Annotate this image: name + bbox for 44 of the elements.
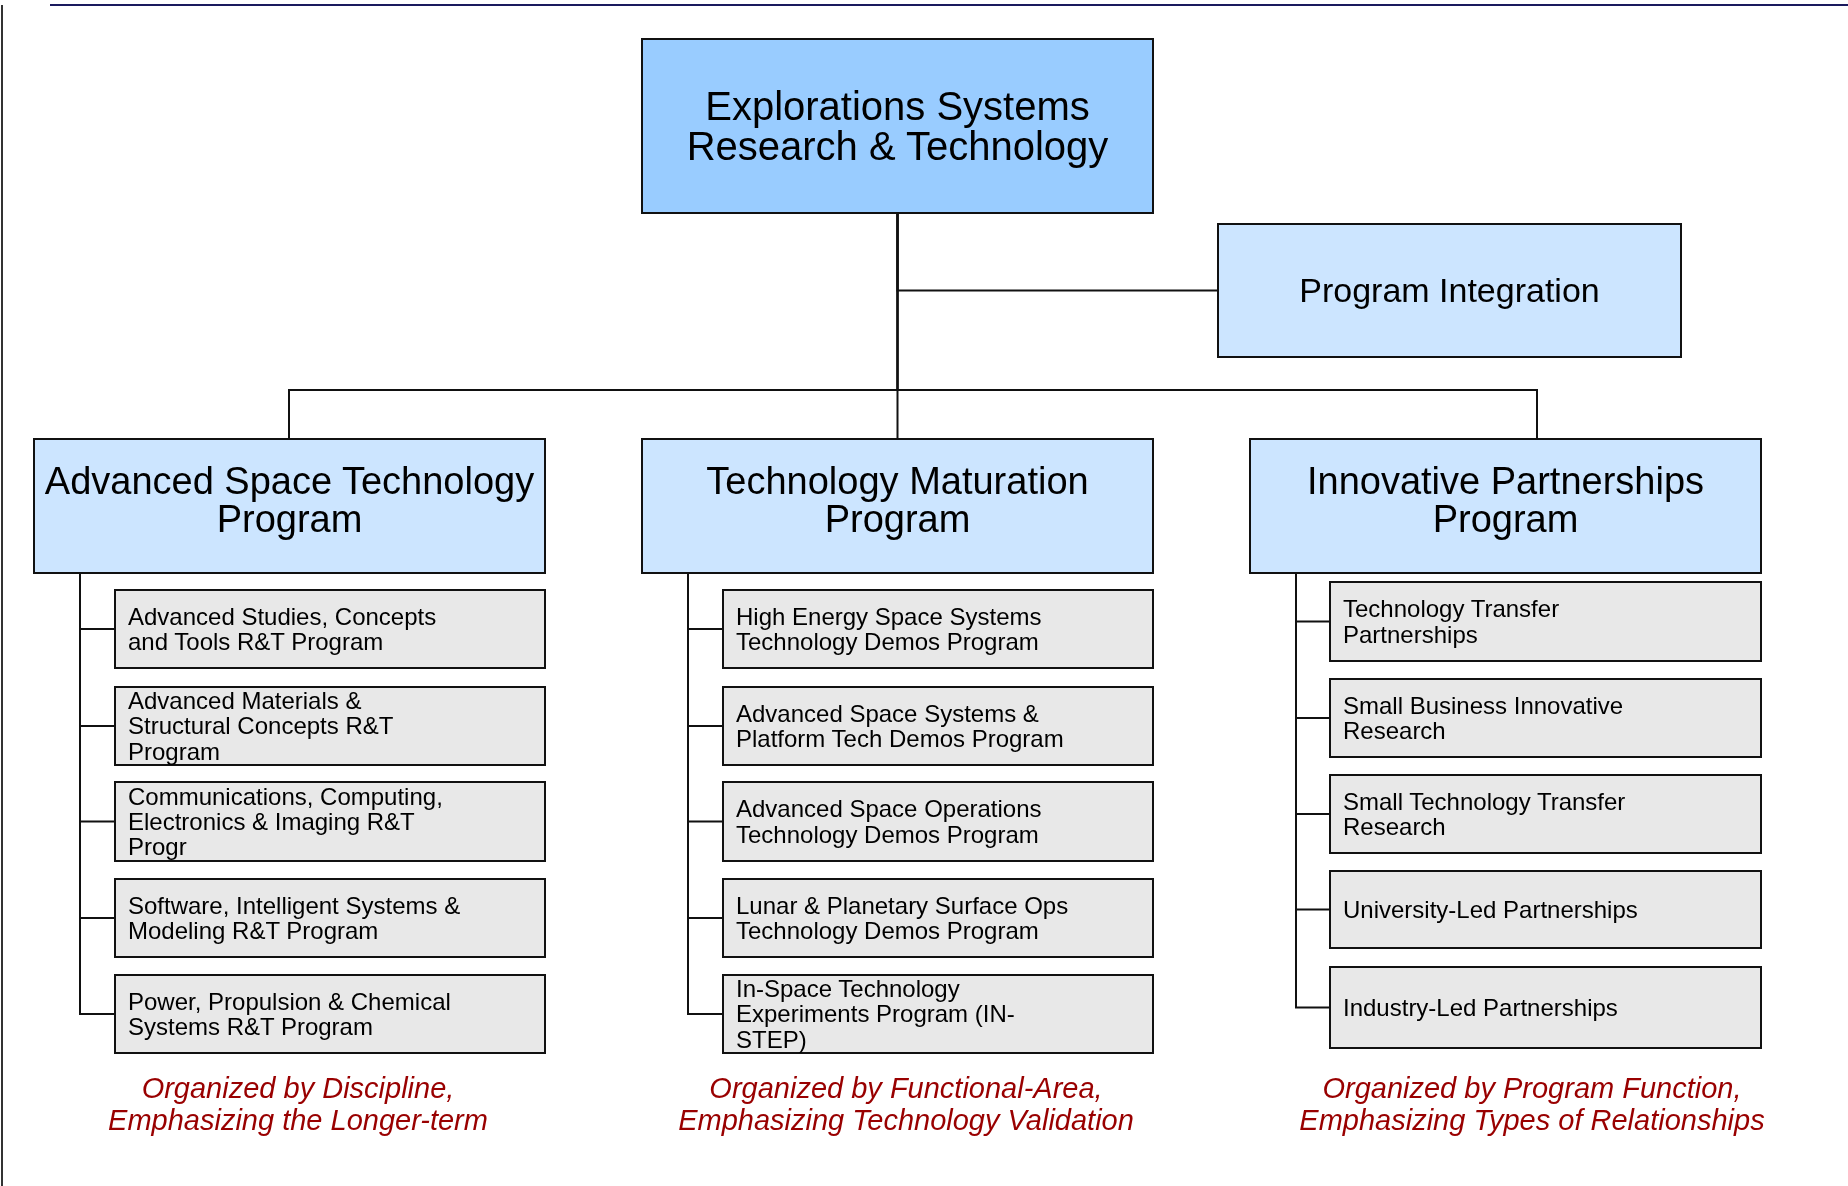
sub-program-box [114,589,546,669]
program-header-box [33,438,546,574]
box-label: Innovative Partnerships Program [1305,462,1706,538]
box-label: Industry-Led Partnerships [1343,994,1618,1021]
box-label: Program Integration [1299,271,1600,310]
sub-program-box [1329,966,1762,1049]
box-label: High Energy Space Systems Technology Demos Program [736,603,1043,655]
box-label: Advanced Space Operations Technology Demos Program [736,796,1043,847]
sub-program-box [722,589,1154,669]
sub-program-box [722,974,1154,1054]
sub-program-box [1329,870,1762,949]
sub-program-box [114,686,546,766]
sub-program-box [722,878,1154,958]
column-caption: Organized by Functional-Area, Emphasizing Technology Validation [677,1072,1135,1137]
connector-line [896,213,1538,439]
box-label: In-Space Technology Experiments Program (IN-STEP) [736,976,1016,1052]
box-label: Small Business Innovative Research [1343,692,1625,744]
box-label: Communications, Computing, Electronics & Imaging R&T Progr [128,783,444,860]
sub-program-box [1329,678,1762,758]
box-label: Power, Propulsion & Chemical Systems R&T Program [128,988,452,1040]
box-label: Advanced Space Systems & Platform Tech Demos Program [736,700,1065,752]
program-header-box [1249,438,1762,574]
sub-program-box [722,781,1154,862]
box-label: Technology Maturation Program [705,462,1090,538]
column-caption: Organized by Discipline, Emphasizing the Longer-term [107,1072,489,1137]
program-header-box [641,438,1154,574]
sub-program-box [114,781,546,862]
box-label: Advanced Studies, Concepts and Tools R&T Program [128,603,438,655]
sub-program-box [114,974,546,1054]
box-label: Advanced Materials & Structural Concepts R&T Program [128,688,394,764]
sub-program-box [114,878,546,958]
integration-box [1217,223,1682,358]
sub-program-box [1329,774,1762,854]
box-label: Small Technology Transfer Research [1343,788,1627,840]
box-label: Technology Transfer Partnerships [1343,596,1561,647]
box-label: University-Led Partnerships [1343,896,1638,923]
box-label: Software, Intelligent Systems & Modeling R&T Program [128,892,462,944]
box-label: Lunar & Planetary Surface Ops Technology Demos Program [736,892,1070,944]
sub-program-box [722,686,1154,766]
box-label: Advanced Space Technology Program [43,462,536,538]
sub-program-box [1329,581,1762,662]
column-caption: Organized by Program Function, Emphasizing Types of Relationships [1298,1072,1766,1137]
box-label: Explorations Systems Research & Technology [685,86,1110,166]
title-box [641,38,1154,214]
